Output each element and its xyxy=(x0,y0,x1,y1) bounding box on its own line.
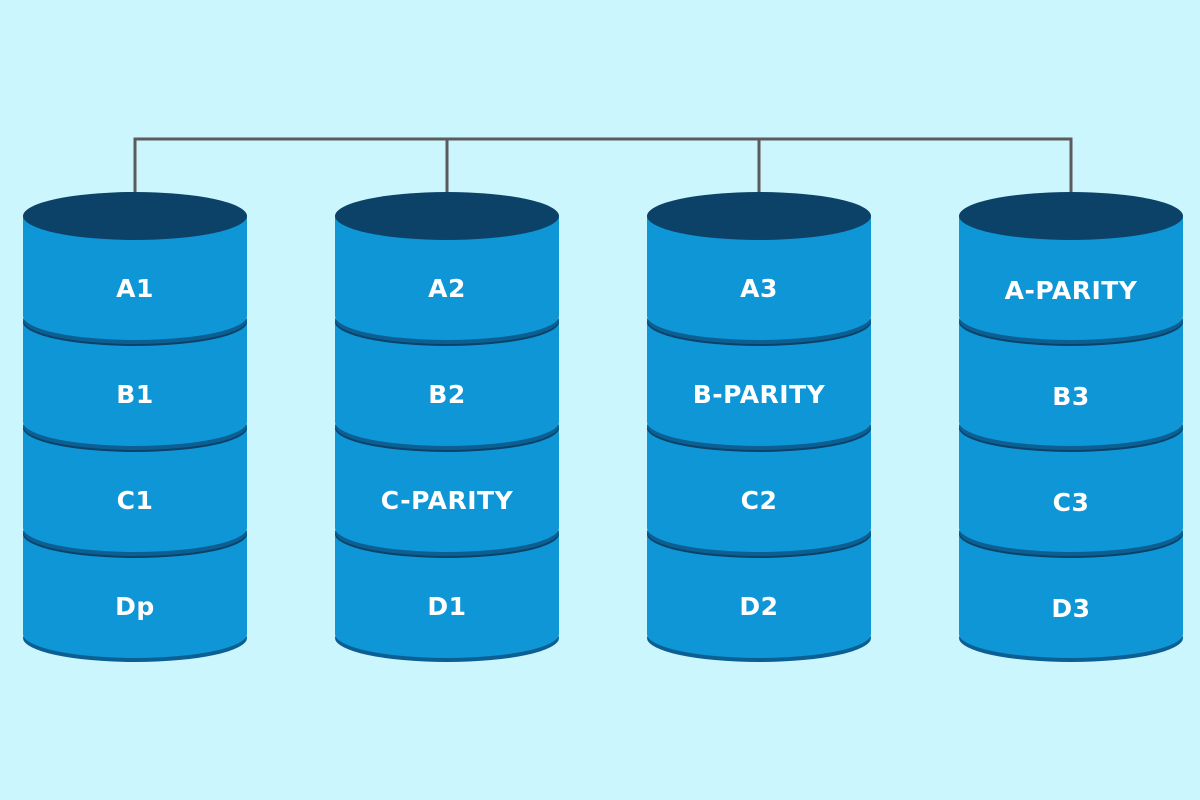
block-groove xyxy=(647,324,871,356)
block-label: B2 xyxy=(428,380,465,409)
block-label: A1 xyxy=(116,274,154,303)
block-groove xyxy=(959,536,1183,568)
block-groove xyxy=(335,430,559,462)
block-label: D2 xyxy=(739,592,778,621)
disk-3: D2 C2 B-PARITY A3 xyxy=(647,192,871,662)
block-groove xyxy=(335,536,559,568)
block-label: D3 xyxy=(1051,594,1090,623)
block-label: C1 xyxy=(117,486,154,515)
block-body xyxy=(959,216,1183,340)
stripe-block: B-PARITY xyxy=(647,298,871,450)
block-groove xyxy=(23,324,247,356)
block-body xyxy=(335,216,559,340)
disk-top xyxy=(335,192,559,240)
block-body xyxy=(23,216,247,340)
disk-top xyxy=(23,192,247,240)
connection-bus xyxy=(133,137,1073,218)
block-groove xyxy=(647,536,871,568)
block-body xyxy=(23,322,247,446)
disk-top xyxy=(959,192,1183,240)
disk-2: D1 C-PARITY B2 A2 xyxy=(335,192,559,662)
block-body xyxy=(959,322,1183,446)
block-label: A2 xyxy=(428,274,466,303)
block-body xyxy=(647,534,871,658)
block-label: B-PARITY xyxy=(693,380,826,409)
stripe-block: A3 xyxy=(647,192,871,344)
block-body xyxy=(23,428,247,552)
block-label: A-PARITY xyxy=(1005,276,1138,305)
block-body xyxy=(647,216,871,340)
block-body xyxy=(23,534,247,658)
block-label: D1 xyxy=(427,592,466,621)
block-body xyxy=(335,428,559,552)
block-label: B1 xyxy=(116,380,153,409)
disk-1: Dp C1 B1 A1 xyxy=(23,192,247,662)
stripe-block: A2 xyxy=(335,192,559,344)
block-label: A3 xyxy=(740,274,778,303)
block-body xyxy=(959,428,1183,552)
block-label: C2 xyxy=(741,486,778,515)
block-groove xyxy=(23,536,247,568)
block-label: B3 xyxy=(1052,382,1089,411)
block-body xyxy=(959,534,1183,658)
block-label: Dp xyxy=(115,592,155,621)
block-groove xyxy=(23,430,247,462)
block-label: C-PARITY xyxy=(381,486,514,515)
block-label: C3 xyxy=(1053,488,1090,517)
stripe-block: A-PARITY xyxy=(959,192,1183,344)
block-body xyxy=(335,322,559,446)
block-body xyxy=(647,428,871,552)
block-groove xyxy=(335,324,559,356)
disk-top xyxy=(647,192,871,240)
stripe-block: A1 xyxy=(23,192,247,344)
disk-4: D3 C3 B3 A-PARITY xyxy=(959,192,1183,662)
block-groove xyxy=(959,324,1183,356)
block-groove xyxy=(959,430,1183,462)
block-body xyxy=(335,534,559,658)
block-body xyxy=(647,322,871,446)
block-groove xyxy=(647,430,871,462)
